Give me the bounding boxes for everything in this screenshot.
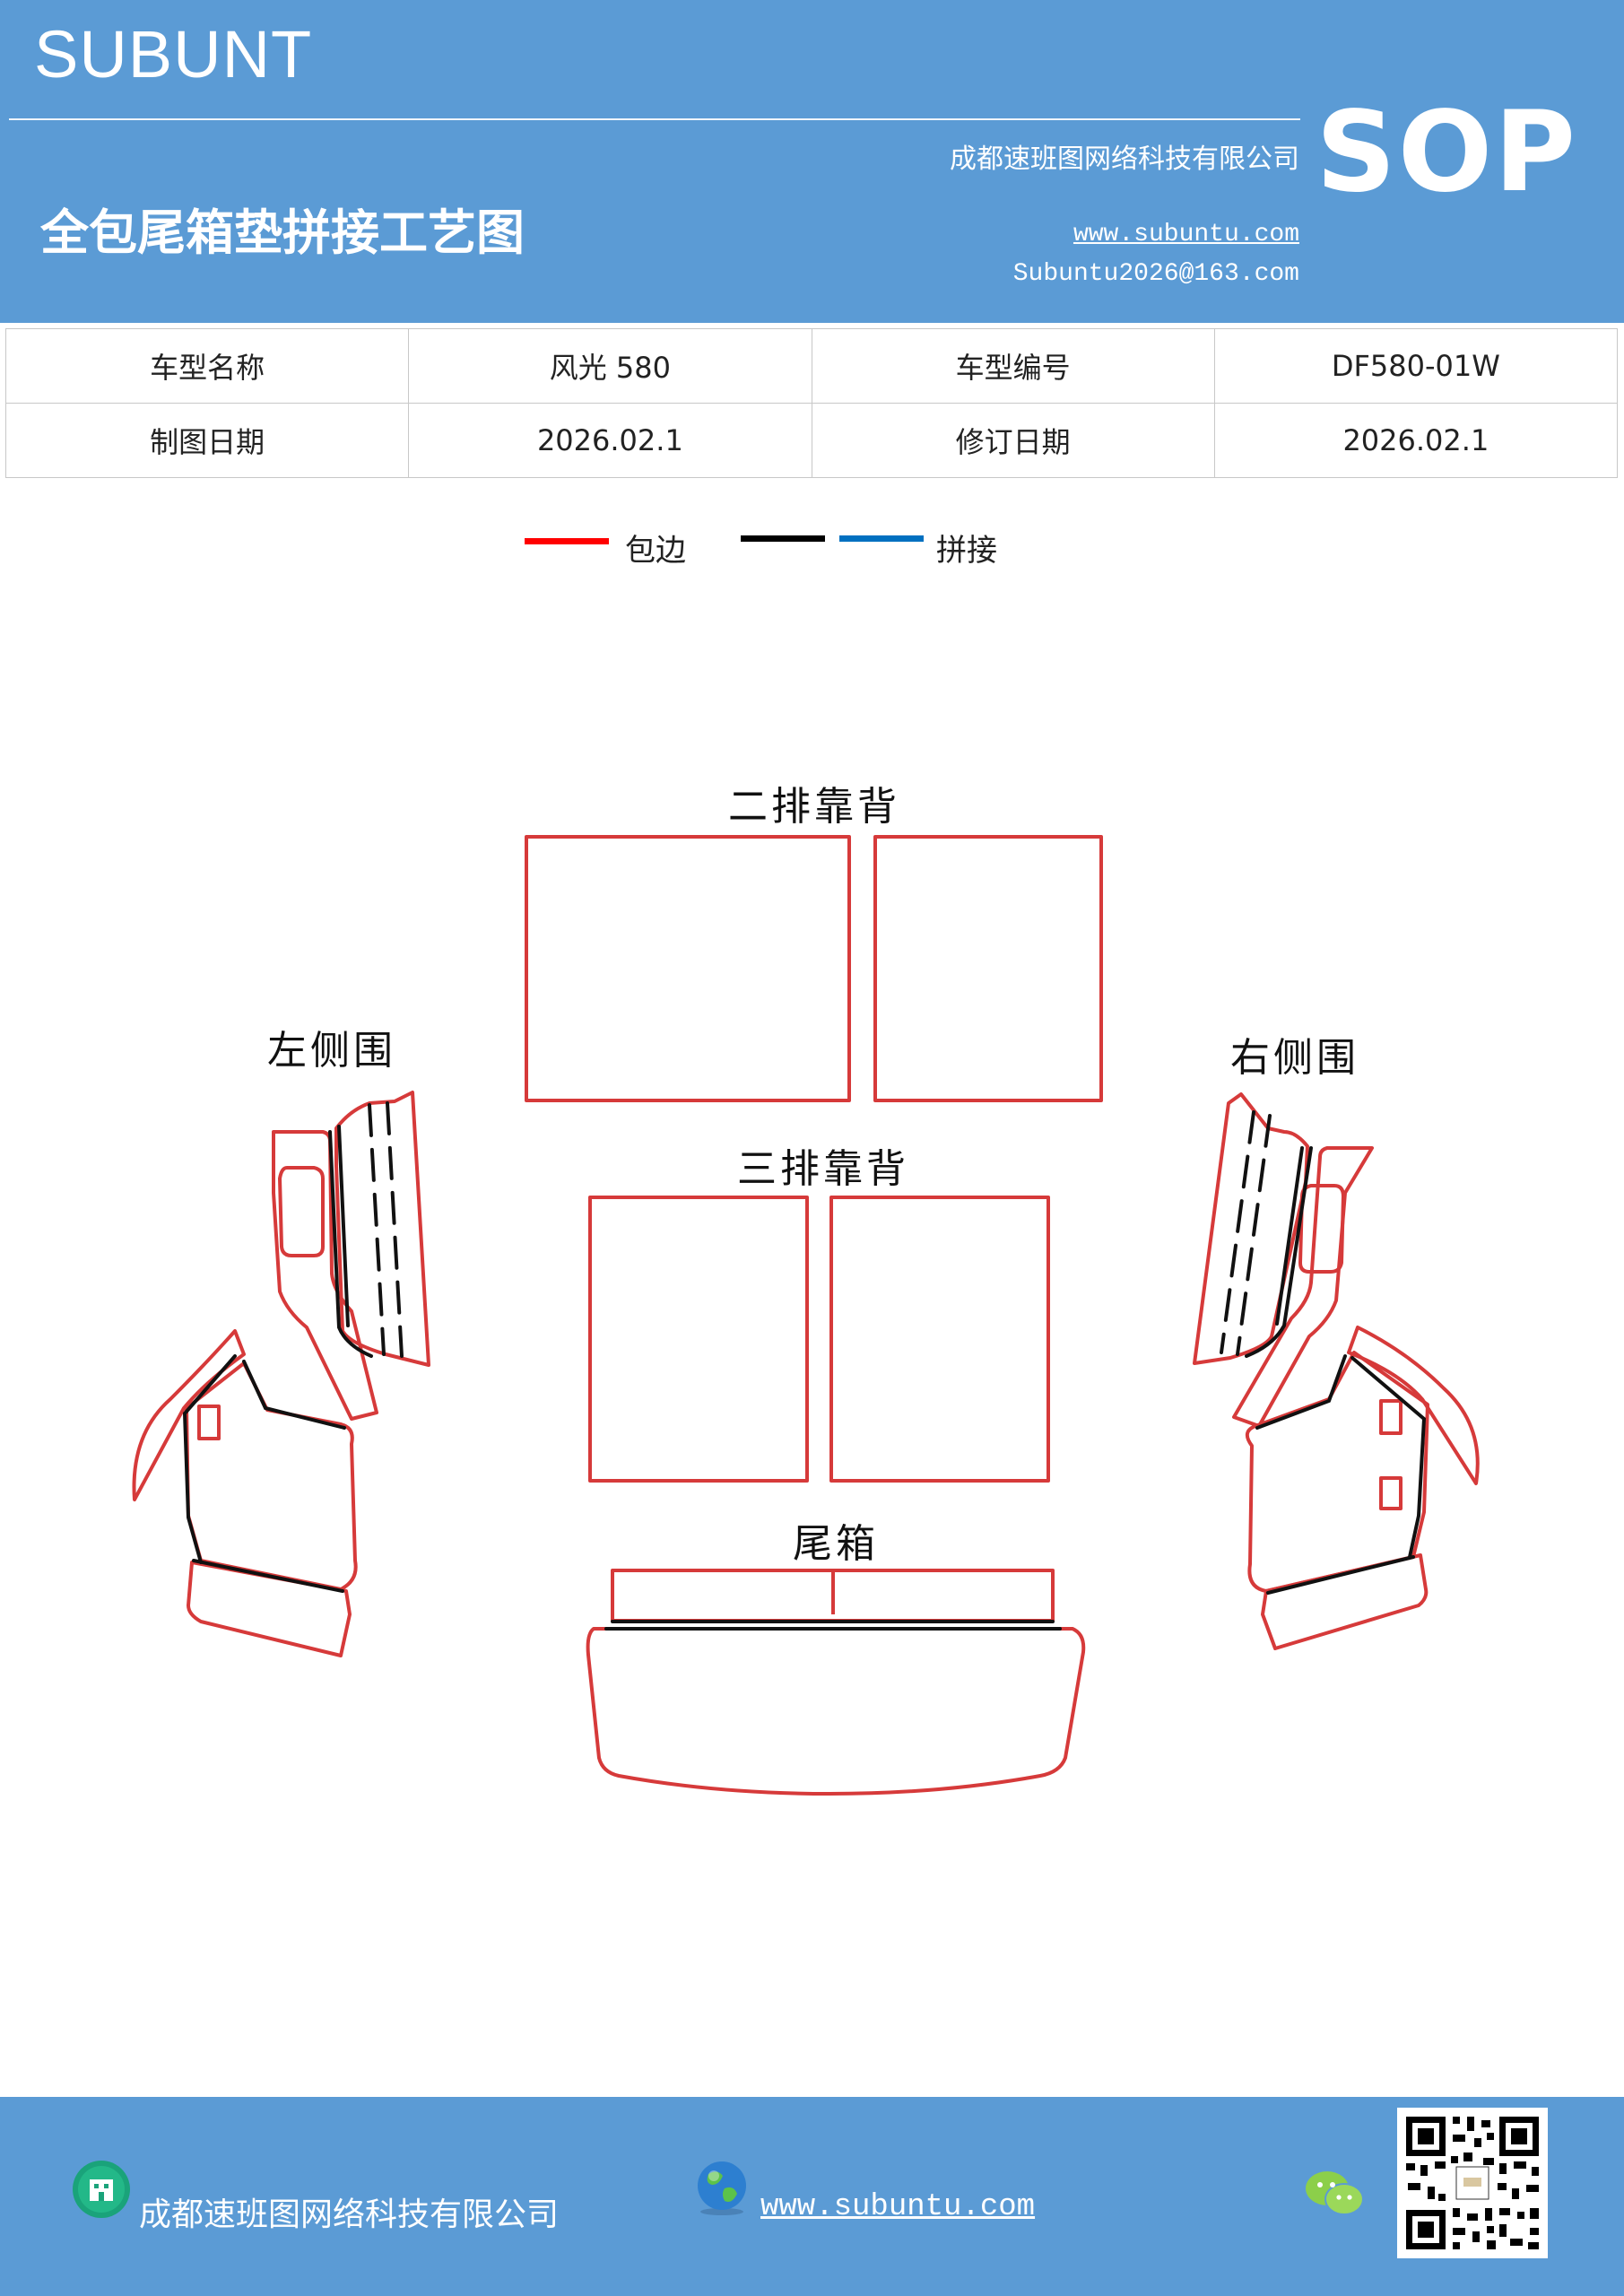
table-cell: 车型名称	[4, 328, 410, 404]
third-row-back-right-panel	[829, 1196, 1050, 1483]
label-right-side: 右侧围	[1230, 1035, 1359, 1081]
label-trunk: 尾箱	[793, 1521, 879, 1567]
right-side-seam-3	[1350, 1356, 1427, 1559]
table-cell: DF580-01W	[1213, 328, 1619, 404]
left-side-small-cutout	[197, 1405, 221, 1440]
trunk-floor-panel	[586, 1627, 1086, 1796]
header-company: 成都速班图网络科技有限公司	[950, 144, 1299, 175]
left-side-seam-5	[192, 1559, 344, 1593]
right-side-pillar-panel	[1193, 1092, 1309, 1365]
right-side-window-cutout	[1298, 1184, 1345, 1274]
table-cell: 2026.02.1	[408, 403, 812, 478]
left-side-dashed-2	[386, 1101, 404, 1358]
table-row: 车型名称 风光 580 车型编号 DF580-01W	[4, 328, 1619, 404]
right-side-dashed-2	[1236, 1114, 1272, 1356]
label-left-side: 左侧围	[267, 1028, 396, 1074]
document-title: 全包尾箱垫拼接工艺图	[40, 204, 525, 261]
table-cell: 制图日期	[4, 403, 410, 478]
right-side-bottom-strip	[1261, 1553, 1429, 1650]
brand-name: SUBUNT	[34, 17, 313, 91]
left-side-upper-panel	[272, 1130, 378, 1421]
table-cell: 2026.02.1	[1213, 403, 1619, 478]
left-side-pillar-panel	[334, 1091, 430, 1367]
right-side-seam-5	[1266, 1555, 1415, 1595]
table-cell: 修订日期	[811, 403, 1215, 478]
right-side-upper-panel	[1232, 1146, 1374, 1428]
wechat-icon	[1306, 2171, 1364, 2215]
label-third-row-back: 三排靠背	[737, 1146, 909, 1192]
header-website-link[interactable]: www.subuntu.com	[1073, 221, 1299, 248]
legend-joint-swatch-black	[741, 535, 825, 542]
header-email: Subuntu2026@163.com	[1012, 260, 1299, 288]
table-cell: 车型编号	[811, 328, 1215, 404]
right-side-small-cutout-upper	[1379, 1399, 1403, 1435]
label-second-row-back: 二排靠背	[728, 784, 900, 830]
right-side-seam-1	[1245, 1146, 1313, 1358]
left-side-lower-panel	[185, 1361, 358, 1591]
left-side-window-cutout	[278, 1166, 325, 1257]
legend-edge-label: 包边	[625, 533, 686, 569]
left-side-dashed-1	[368, 1103, 386, 1356]
right-side-small-cutout-lower	[1379, 1476, 1403, 1510]
left-side-wheel-arch-panel	[132, 1329, 246, 1501]
legend: 包边 拼接	[0, 520, 1624, 574]
right-side-wheel-arch-panel	[1347, 1326, 1480, 1485]
sop-badge: SOP	[1316, 88, 1577, 217]
legend-joint-label: 拼接	[936, 533, 997, 569]
legend-joint-swatch-blue	[839, 535, 924, 542]
legend-edge-swatch	[525, 538, 609, 544]
second-row-back-right-panel	[873, 835, 1103, 1102]
footer-banner: 成都速班图网络科技有限公司 www.subuntu.com	[0, 2097, 1624, 2296]
right-side-seam-2	[1275, 1146, 1304, 1326]
globe-icon	[698, 2161, 746, 2215]
left-side-seam-2	[337, 1125, 350, 1327]
qr-code[interactable]	[1397, 2108, 1548, 2258]
footer-company: 成都速班图网络科技有限公司	[139, 2196, 560, 2233]
right-side-seam-4	[1255, 1354, 1347, 1430]
vehicle-info-table: 车型名称 风光 580 车型编号 DF580-01W 制图日期 2026.02.…	[4, 328, 1619, 478]
left-side-seam-1	[328, 1130, 373, 1358]
header-banner: SUBUNT 成都速班图网络科技有限公司 全包尾箱垫拼接工艺图 www.subu…	[0, 0, 1624, 323]
left-side-bottom-strip	[187, 1561, 352, 1657]
table-row: 制图日期 2026.02.1 修订日期 2026.02.1	[4, 403, 1619, 478]
building-icon	[73, 2161, 130, 2218]
table-cell: 风光 580	[408, 328, 812, 404]
right-side-dashed-1	[1220, 1110, 1255, 1354]
footer-website-link[interactable]: www.subuntu.com	[760, 2190, 1036, 2224]
mat-pattern-diagram: 二排靠背 三排靠背 尾箱 左侧围 右侧围	[132, 784, 1480, 1796]
left-side-seam-3	[182, 1354, 237, 1564]
left-side-seam-4	[242, 1360, 346, 1430]
header-divider	[9, 118, 1300, 120]
third-row-back-left-panel	[588, 1196, 809, 1483]
right-side-lower-panel	[1245, 1351, 1429, 1593]
second-row-back-left-panel	[525, 835, 851, 1102]
